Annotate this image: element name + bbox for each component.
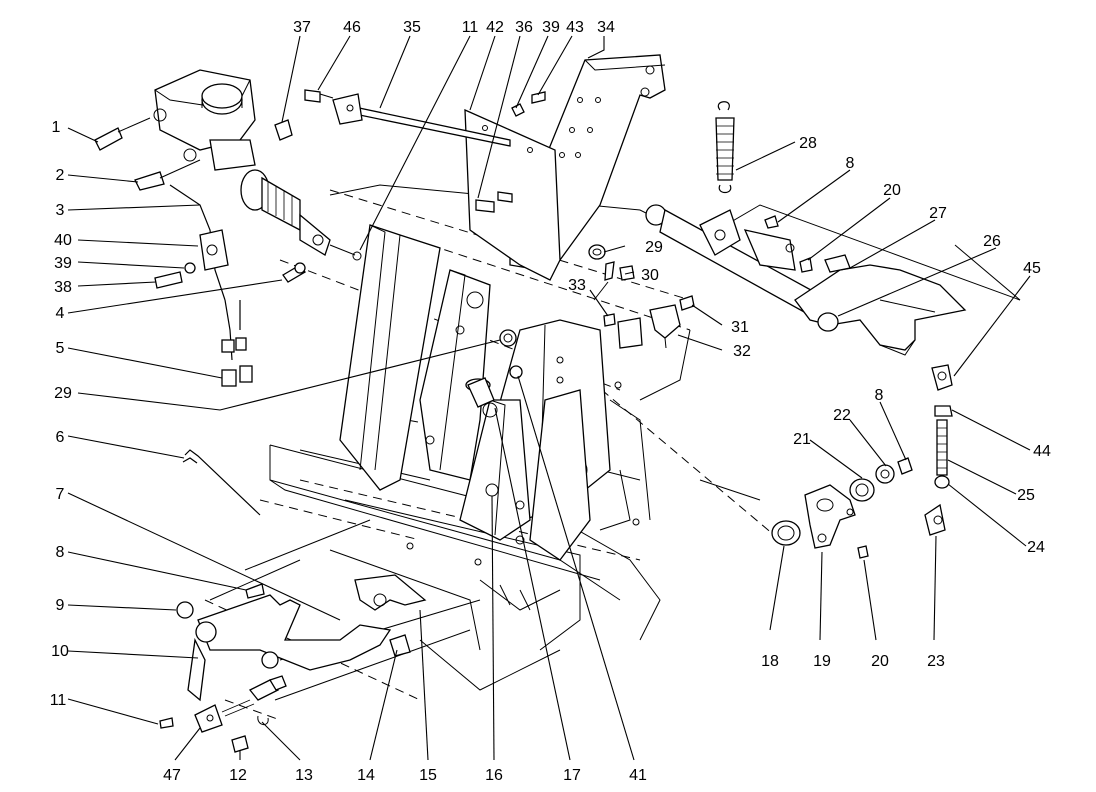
- callout-20-top: 20: [883, 182, 901, 199]
- callout-21: 21: [793, 431, 811, 448]
- cross-shaft: [645, 204, 821, 319]
- callout-11-bottom: 11: [50, 692, 67, 709]
- right-bushing-stack: [849, 457, 913, 502]
- callout-37: 37: [293, 19, 311, 36]
- callout-44: 44: [1033, 443, 1051, 460]
- callout-8-right: 8: [875, 387, 884, 404]
- callout-8-left: 8: [56, 544, 65, 561]
- callout-15: 15: [419, 767, 437, 784]
- callout-23: 23: [927, 653, 945, 670]
- callout-39: 39: [54, 255, 72, 272]
- callout-25: 25: [1017, 487, 1035, 504]
- leader-lines: [67, 35, 1031, 761]
- callout-26: 26: [983, 233, 1001, 250]
- callout-1: 1: [52, 119, 61, 136]
- callout-40: 40: [54, 232, 72, 249]
- callout-46: 46: [343, 19, 361, 36]
- callout-29-right: 29: [645, 239, 663, 256]
- return-rod: [182, 449, 261, 516]
- callout-7: 7: [56, 486, 65, 503]
- callout-14: 14: [357, 767, 375, 784]
- callout-33: 33: [568, 277, 586, 294]
- callout-34: 34: [597, 19, 615, 36]
- master-cylinder: [153, 69, 293, 171]
- callout-47: 47: [163, 767, 181, 784]
- callout-43: 43: [566, 19, 584, 36]
- callout-12: 12: [229, 767, 247, 784]
- callout-10: 10: [51, 643, 69, 660]
- callout-42: 42: [486, 19, 504, 36]
- pedal-bracket-lower-right: [515, 389, 591, 561]
- pedal-bracket-left: [339, 224, 441, 491]
- pivot-shaft: [304, 89, 511, 147]
- callout-17: 17: [563, 767, 581, 784]
- bolts-top: [475, 91, 546, 213]
- hardware-center-right: [588, 215, 813, 327]
- callout-41: 41: [629, 767, 647, 784]
- callout-19: 19: [813, 653, 831, 670]
- callout-11-top: 11: [462, 19, 479, 36]
- callout-38: 38: [54, 279, 72, 296]
- callout-27: 27: [929, 205, 947, 222]
- callout-32: 32: [733, 343, 751, 360]
- adjuster-rod: [924, 364, 953, 536]
- callout-20-bottom: 20: [871, 653, 889, 670]
- pivot-bolt: [467, 377, 495, 408]
- callout-31: 31: [731, 319, 749, 336]
- boot-assembly: [240, 169, 362, 261]
- line-fittings: [221, 337, 253, 387]
- callout-35: 35: [403, 19, 421, 36]
- pedal-pad: [354, 574, 427, 657]
- return-spring: [715, 101, 735, 194]
- clamp-bracket: [154, 229, 229, 289]
- callout-9: 9: [56, 597, 65, 614]
- callout-18: 18: [761, 653, 779, 670]
- callout-24: 24: [1027, 539, 1045, 556]
- callout-30: 30: [641, 267, 659, 284]
- pedal-bracket-lower: [459, 399, 531, 541]
- callout-28: 28: [799, 135, 817, 152]
- callout-6: 6: [56, 429, 65, 446]
- clevis-pin: [282, 262, 306, 283]
- callout-36: 36: [515, 19, 533, 36]
- lower-pedal-arm: [176, 583, 392, 702]
- callout-4: 4: [56, 305, 65, 322]
- callout-45: 45: [1023, 260, 1041, 277]
- callout-3: 3: [56, 202, 65, 219]
- callout-5: 5: [56, 340, 65, 357]
- clevis-assembly: [159, 675, 287, 753]
- brake-pedal-arm: [794, 254, 967, 356]
- pedal-bracket-center: [419, 269, 491, 481]
- callout-29-left: 29: [54, 385, 72, 402]
- callout-39-top: 39: [542, 19, 560, 36]
- right-lever-assembly: [771, 484, 869, 559]
- callout-16: 16: [485, 767, 503, 784]
- callout-22: 22: [833, 407, 851, 424]
- callout-labels: 1 2 3 40 39 38 4 5 29 6 7 8 9 10 11 47 1…: [50, 19, 1051, 784]
- callout-2: 2: [56, 167, 65, 184]
- brake-switch: [617, 295, 695, 349]
- callout-8-top: 8: [846, 155, 855, 172]
- callout-13: 13: [295, 767, 313, 784]
- fittings-left: [94, 117, 201, 191]
